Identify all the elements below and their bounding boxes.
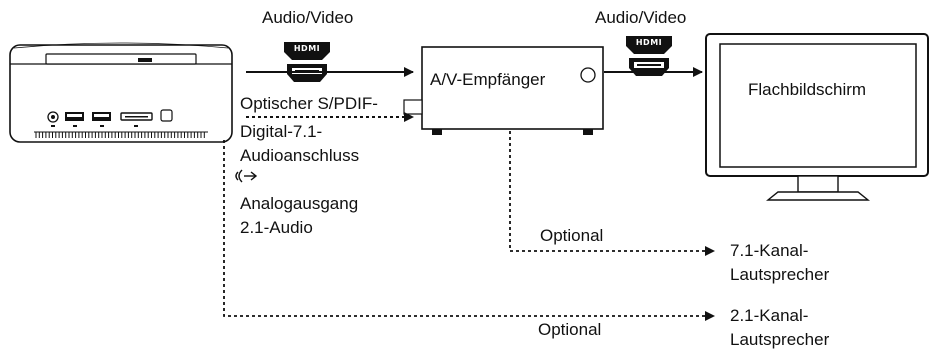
speakers-21-line2: Lautsprecher xyxy=(730,330,830,349)
optical-drive-slot xyxy=(45,53,197,65)
speaker-71-cable-arrow xyxy=(509,131,715,256)
analog-label-line2: 2.1-Audio xyxy=(240,218,313,237)
headphone-out-icon xyxy=(47,111,59,123)
analog-audio-out-icon xyxy=(235,169,258,183)
usb-icon xyxy=(65,112,84,121)
audio-video-label-left: Audio/Video xyxy=(262,8,354,27)
speakers-21-line1: 2.1-Kanal- xyxy=(730,306,809,325)
optional-label-71: Optional xyxy=(540,226,604,245)
vent-grille xyxy=(34,131,208,138)
analog-label-line1: Analogausgang xyxy=(240,194,359,213)
port-markings xyxy=(51,125,138,127)
usb-icon xyxy=(92,112,111,121)
optional-label-21: Optional xyxy=(538,320,602,339)
svg-text:HDMI: HDMI xyxy=(636,38,662,47)
receiver-label: A/V-Empfänger xyxy=(430,70,546,89)
hdmi-connector-icon: HDMI xyxy=(284,42,330,82)
display-label: Flachbildschirm xyxy=(748,80,867,99)
flat-screen xyxy=(705,33,929,201)
optical-label-line3: Audioanschluss xyxy=(240,146,360,165)
audio-video-label-right: Audio/Video xyxy=(595,8,687,27)
optical-label-line1: Optischer S/PDIF- xyxy=(240,94,378,113)
av-receiver xyxy=(403,46,604,135)
optical-label-line2: Digital-7.1- xyxy=(240,122,323,141)
eject-button xyxy=(138,58,152,62)
speaker-21-cable-arrow xyxy=(223,140,715,321)
mini-pc xyxy=(9,42,233,143)
svg-text:HDMI: HDMI xyxy=(294,44,320,53)
sd-card-icon xyxy=(120,112,153,121)
volume-knob xyxy=(580,67,596,83)
power-button xyxy=(160,109,173,122)
speakers-71-line2: Lautsprecher xyxy=(730,265,830,284)
speakers-71-line1: 7.1-Kanal- xyxy=(730,241,809,260)
hdmi-connector-icon: HDMI xyxy=(626,36,672,76)
